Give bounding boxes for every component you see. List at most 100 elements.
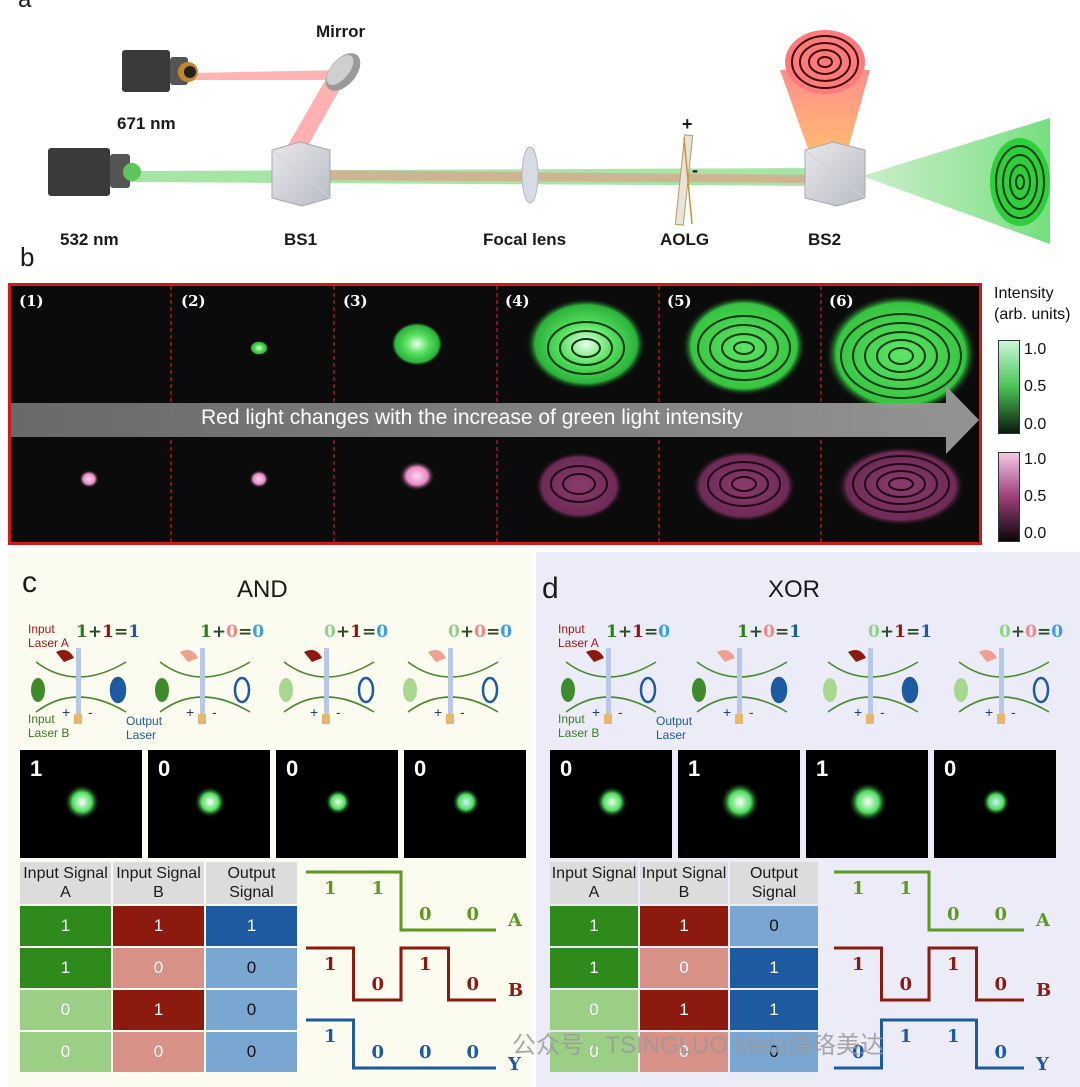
panel_c-eq-3-b: 1 [350, 622, 362, 642]
panel_d-gate-schematic-3 [823, 648, 919, 724]
panel-b-label: b [20, 242, 35, 272]
panel_c-output-laser-label: Output Laser [126, 714, 163, 742]
panel_d-eq-4-y: 0 [1051, 622, 1064, 642]
focal-lens-shape [521, 146, 539, 204]
watermark: 公众号 · TSINGLUO Meta清珞美达 [512, 1032, 885, 1059]
panel_c-spot-1 [64, 784, 100, 820]
panel_d-wave-b-bit-4: 0 [994, 974, 1008, 995]
panel_c-cell-r2-c3: 0 [206, 948, 297, 988]
panel_c-gate-3-minus: - [336, 704, 341, 720]
panel_d-eq-1-y: 0 [658, 622, 671, 642]
panel_c-output-image-2-value: 0 [158, 756, 171, 781]
optical-setup-diagram [48, 30, 1050, 244]
panel_d-gate-2-plus: + [723, 704, 732, 720]
red-beam-down [285, 72, 345, 160]
panel_d-eq-4-op: + [1010, 622, 1026, 642]
panel_c-eq-4-a: 0 [448, 622, 460, 642]
pink-scale-mid: 0.5 [1024, 488, 1047, 505]
intensity-strip: (1) (2) (3) (4) (5) (6) Red light change… [8, 283, 982, 545]
panel_d-gate-1-minus: - [618, 704, 623, 720]
panel_d-eq-2-y: 1 [789, 622, 802, 642]
panel_d-eq-4-eq: = [1036, 622, 1052, 642]
panel_c-cell-r2-c1: 1 [20, 948, 111, 988]
red-output-cone [780, 70, 870, 160]
panel_c-wave-y-bit-2: 0 [371, 1042, 385, 1063]
panel_d-eq-1-op: + [617, 622, 633, 642]
label-532nm: 532 nm [60, 230, 119, 249]
panel-d-label: d [542, 572, 559, 605]
panel_d-eq-3-y: 1 [920, 622, 933, 642]
panel_c-equation-2: 1+0=0 [200, 622, 264, 642]
panel_c-wave-a-bit-3: 0 [419, 904, 432, 925]
panel_c-wave-a-bit-4: 0 [466, 904, 480, 925]
panel_d-output-image-3-value: 1 [816, 756, 829, 781]
panel_c-eq-4-op: + [459, 622, 475, 642]
panel_d-gate-4-minus: - [1011, 704, 1016, 720]
panel_d-output-image-2-value: 1 [688, 756, 701, 781]
panel_d-eq-2-b: 0 [763, 622, 775, 642]
panel_c-gate-2-plus: + [186, 704, 195, 720]
frame-label-4: (4) [505, 292, 530, 310]
panel_d-gate-schematic-1 [561, 648, 657, 724]
panel_d-cell-r2-c3: 1 [730, 948, 818, 988]
panel_c-cell-r4-c2: 0 [113, 1032, 204, 1072]
panel_d-wave-y-bit-1: 0 [852, 1042, 865, 1063]
intensity-units: (arb. units) [994, 306, 1071, 323]
panel_c-gate-schematic-3 [279, 648, 375, 724]
panel_c-eq-4-b: 0 [474, 622, 486, 642]
pink-colorbar [998, 452, 1020, 542]
and-title: AND [237, 576, 288, 603]
panel_d-wave-a-label: A [1036, 910, 1050, 931]
panel_c-spot-3 [325, 789, 351, 815]
panel_c-eq-4-eq: = [485, 622, 501, 642]
red-beam-upper [190, 70, 345, 80]
progress-arrow [11, 386, 979, 454]
frame-label-1: (1) [19, 292, 44, 310]
panel_c-input-laser-a-label: Input Laser A [28, 622, 69, 650]
panel_c-eq-2-y: 0 [252, 622, 265, 642]
panel_d-equation-3: 0+1=1 [868, 622, 932, 642]
label-671nm: 671 nm [117, 114, 176, 133]
pink-scale-bottom: 0.0 [1024, 525, 1047, 542]
panel_d-gate-4-plus: + [985, 704, 994, 720]
panel_d-gate-3-plus: + [854, 704, 863, 720]
mirror-shape [325, 53, 361, 91]
panel_d-cell-r4-c2: 0 [640, 1032, 728, 1072]
panel_d-eq-2-op: + [748, 622, 764, 642]
panel_c-output-image-1-value: 1 [30, 756, 43, 781]
panel_c-eq-3-op: + [335, 622, 351, 642]
label-focal-lens: Focal lens [483, 230, 567, 249]
panel_d-spot-2 [720, 782, 760, 822]
panel_d-cell-r2-c1: 1 [550, 948, 638, 988]
panel_c-wave-y-bit-1: 1 [324, 1026, 337, 1047]
panel_c-gate-schematic-4 [403, 648, 499, 724]
panel_c-wave-b-label: B [508, 980, 524, 1001]
panel_d-output-image-2: 1 [678, 750, 800, 858]
panel_c-cell-r1-c2: 1 [113, 906, 204, 946]
panel_c-cell-r2-c2: 0 [113, 948, 204, 988]
frame-label-3: (3) [343, 292, 368, 310]
label-bs2: BS2 [808, 230, 842, 249]
aolg-device [674, 134, 694, 226]
panel_d-spot-1 [596, 786, 628, 818]
panel_c-equation-1: 1+1=1 [76, 622, 140, 642]
panel_d-wave-a-bit-4: 0 [994, 904, 1008, 925]
panel_d-cell-r3-c1: 0 [550, 990, 638, 1030]
laser-532-body [48, 148, 141, 196]
panel_c-output-image-4: 0 [404, 750, 526, 858]
panel_c-eq-1-op: + [87, 622, 103, 642]
panel_d-wave-y-bit-3: 1 [947, 1026, 960, 1047]
panel_c-gate-4-minus: - [460, 704, 465, 720]
laser-671-body [122, 50, 198, 92]
panel-c-label: c [22, 566, 37, 599]
panel_c-eq-1-b: 1 [102, 622, 114, 642]
panel_d-equation-1: 1+1=0 [606, 622, 670, 642]
panel_c-header-2: Input Signal B [113, 862, 204, 904]
green-scale-top: 1.0 [1024, 341, 1047, 358]
panel_c-wave-b-bit-2: 0 [371, 974, 385, 995]
panel_c-eq-3-eq: = [361, 622, 377, 642]
